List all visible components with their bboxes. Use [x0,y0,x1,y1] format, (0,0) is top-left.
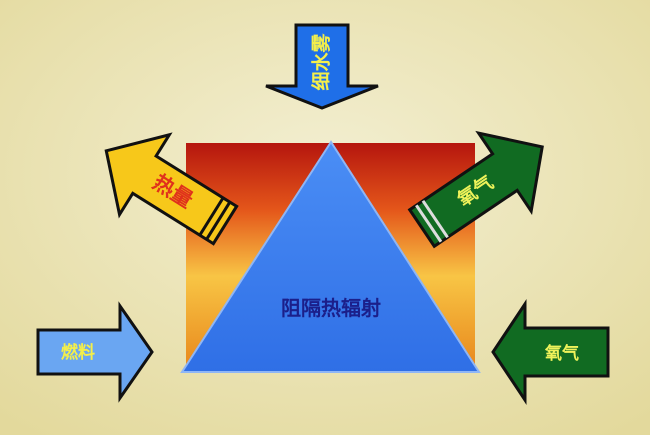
left-arrow-icon [491,299,610,405]
mist-label: 细水雾 [310,33,333,91]
fuel-label: 燃料 [61,342,95,363]
right-arrow-icon [36,301,154,403]
heat-arrow: 热量 [104,132,239,246]
down-arrow-icon [265,23,379,110]
center-label: 阻隔热辐射 [281,296,381,320]
fuel-arrow: 燃料 [36,301,154,403]
oxygen-in-arrow: 氧气 [491,299,610,405]
oxygen-in-label: 氧气 [544,343,579,364]
mist-arrow: 细水雾 [265,23,379,110]
oxygen-out-arrow: 氧气 [407,130,544,249]
fire-triangle [180,140,481,373]
